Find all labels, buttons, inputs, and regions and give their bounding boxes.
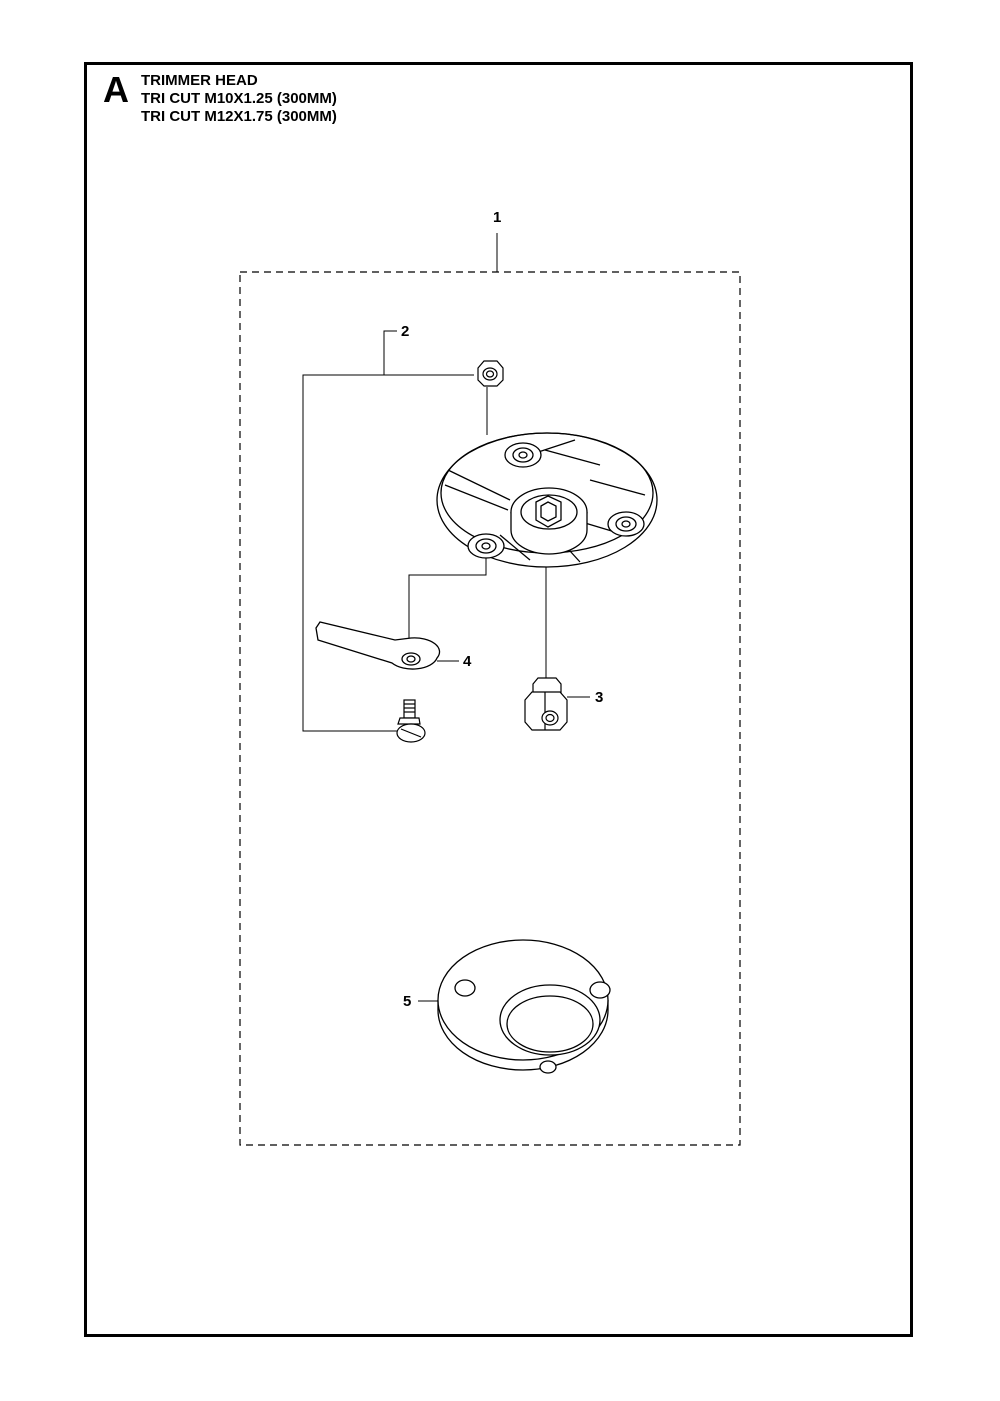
callout-2: 2 (401, 323, 409, 340)
leader-2-bracket (302, 374, 474, 732)
title-line-3: TRI CUT M12X1.75 (300MM) (141, 108, 337, 125)
section-letter: A (103, 69, 129, 110)
support-washer (437, 939, 611, 1074)
title-block: TRIMMER HEAD TRI CUT M10X1.25 (300MM) TR… (141, 72, 337, 126)
blade (315, 621, 441, 670)
kit-boundary (239, 271, 741, 1146)
shoulder-screw (396, 699, 426, 743)
callout-1: 1 (493, 209, 501, 226)
callout-4: 4 (463, 653, 472, 670)
lock-nut (477, 360, 504, 387)
title-line-1: TRIMMER HEAD (141, 72, 258, 89)
title-line-2: TRI CUT M10X1.25 (300MM) (141, 90, 337, 107)
leader-2 (383, 330, 397, 375)
page-frame (84, 62, 913, 1337)
trimmer-head-plate (436, 432, 658, 568)
callout-5: 5 (403, 993, 411, 1010)
spindle-nut (524, 677, 568, 731)
callout-3: 3 (595, 689, 603, 706)
